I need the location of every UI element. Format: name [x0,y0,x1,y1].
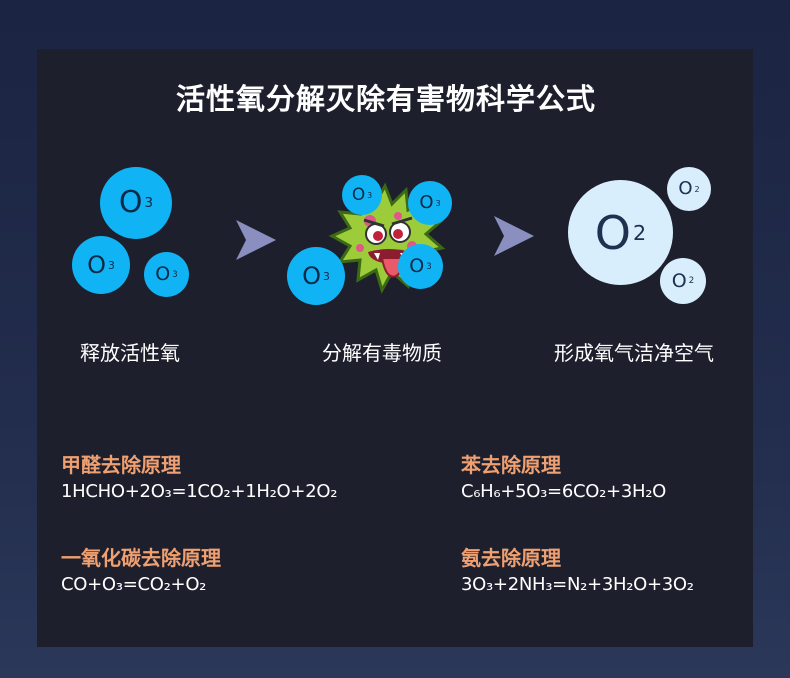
formula-equation-benzene: C₆H₆+5O₃=6CO₂+3H₂O [461,481,666,502]
content-panel [37,49,753,647]
step-label-release: 释放活性氧 [80,341,180,365]
arrow-right-icon [236,220,276,260]
step-label-decompose: 分解有毒物质 [322,341,442,365]
formula-title-benzene: 苯去除原理 [461,453,561,477]
step-label-form-oxygen: 形成氧气洁净空气 [554,341,714,365]
formula-equation-ammonia: 3O₃+2NH₃=N₂+3H₂O+3O₂ [461,574,694,595]
arrow-right-icon [494,216,534,256]
formula-title-carbon-monoxide: 一氧化碳去除原理 [61,546,221,570]
page-title: 活性氧分解灭除有害物科学公式 [175,82,596,116]
formula-equation-carbon-monoxide: CO+O₃=CO₂+O₂ [61,574,207,595]
formula-equation-formaldehyde: 1HCHO+2O₃=1CO₂+1H₂O+2O₂ [61,481,338,502]
formula-title-ammonia: 氨去除原理 [461,546,561,570]
formula-title-formaldehyde: 甲醛去除原理 [61,453,181,477]
